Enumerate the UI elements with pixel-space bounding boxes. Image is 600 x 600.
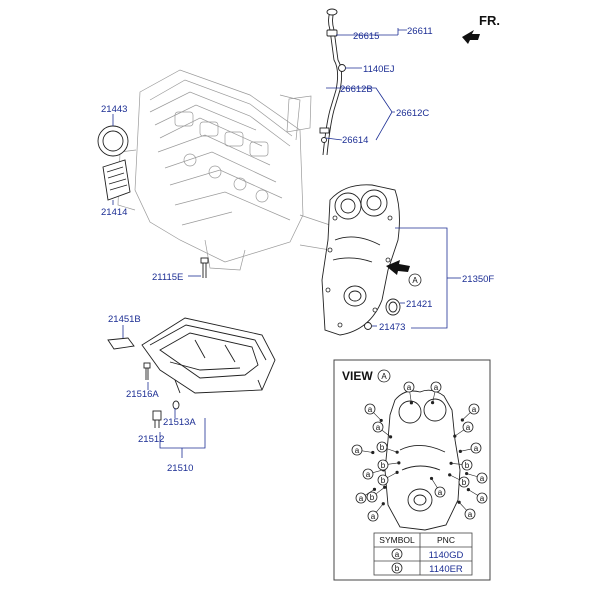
label-21443[interactable]: 21443	[101, 104, 127, 115]
bolt-callout-a: a	[458, 442, 482, 454]
bolt-callout-a: a	[364, 403, 383, 423]
bolt-callout-b: b	[366, 485, 387, 503]
view-arrow-icon	[386, 260, 410, 275]
svg-text:a: a	[376, 423, 381, 432]
label-21115e[interactable]: 21115E	[152, 272, 183, 283]
bolt-21115e	[200, 257, 209, 278]
front-direction-marker: FR.	[462, 13, 500, 44]
bolt-callout-a: a	[466, 488, 488, 504]
label-21350f[interactable]: 21350F	[462, 274, 494, 285]
label-26615[interactable]: 26615	[353, 31, 379, 42]
label-21510[interactable]: 21510	[167, 463, 193, 474]
svg-text:b: b	[370, 493, 375, 502]
legend-row-b-symbol: b	[395, 564, 400, 573]
svg-text:a: a	[371, 512, 376, 521]
svg-text:b: b	[380, 443, 385, 452]
svg-text:a: a	[355, 446, 360, 455]
view-title: VIEW	[342, 369, 373, 383]
legend-header-pnc: PNC	[437, 535, 455, 545]
rear-oil-seal	[97, 125, 129, 157]
label-21414[interactable]: 21414	[101, 207, 127, 218]
oil-seal-case	[102, 159, 131, 201]
leader-lines	[112, 28, 461, 458]
svg-text:a: a	[368, 405, 373, 414]
baffle-21451b	[107, 337, 135, 350]
svg-text:b: b	[381, 461, 386, 470]
legend-row-a-symbol: a	[395, 550, 400, 559]
bolt-callout-a: a	[430, 381, 442, 405]
legend-header-symbol: SYMBOL	[379, 535, 415, 545]
cover-front-view	[384, 389, 461, 531]
bolt-callout-a: a	[351, 444, 375, 456]
svg-text:a: a	[359, 494, 364, 503]
label-26612b[interactable]: 26612B	[340, 84, 373, 95]
bolt-callout-a: a	[453, 421, 474, 438]
plug-21473	[364, 322, 372, 330]
legend-row-a-pnc[interactable]: 1140GD	[429, 550, 464, 561]
svg-text:b: b	[462, 478, 467, 487]
bolt-callout-a: a	[465, 471, 488, 484]
timing-chain-cover	[321, 184, 400, 336]
label-21473[interactable]: 21473	[379, 322, 405, 333]
svg-text:a: a	[407, 383, 412, 392]
label-26614[interactable]: 26614	[342, 135, 368, 146]
oil-pan	[141, 317, 276, 394]
engine-block-outline	[117, 69, 331, 271]
view-a-marker: A	[386, 260, 422, 287]
bolt-callout-b: b	[377, 459, 401, 471]
svg-text:b: b	[381, 476, 386, 485]
bolt-callout-a: a	[457, 500, 476, 520]
svg-text:a: a	[434, 383, 439, 392]
svg-text:a: a	[366, 470, 371, 479]
drain-plug	[152, 400, 180, 428]
bolt-callout-a: a	[460, 403, 480, 422]
label-21512[interactable]: 21512	[138, 434, 164, 445]
bolt-callout-a: a	[429, 476, 446, 498]
bolt-callout-b: b	[448, 473, 470, 488]
bolt-callout-b: b	[449, 459, 473, 471]
svg-text:a: a	[468, 510, 473, 519]
label-21451b[interactable]: 21451B	[108, 314, 141, 325]
label-26611[interactable]: 26611	[407, 26, 433, 37]
fr-arrow-icon	[462, 30, 480, 44]
svg-text:b: b	[465, 461, 470, 470]
bolt-callout-a: a	[403, 381, 415, 405]
bolt-callout-a: a	[372, 421, 393, 439]
bolt-21516a	[143, 362, 151, 380]
svg-text:a: a	[438, 488, 443, 497]
svg-text:a: a	[480, 474, 485, 483]
label-26612c[interactable]: 26612C	[396, 108, 429, 119]
label-1140ej[interactable]: 1140EJ	[363, 64, 395, 75]
svg-text:a: a	[472, 405, 477, 414]
svg-text:a: a	[466, 423, 471, 432]
view-marker-letter: A	[412, 276, 418, 285]
label-21421[interactable]: 21421	[406, 299, 432, 310]
label-21516a[interactable]: 21516A	[126, 389, 159, 400]
front-oil-seal	[385, 298, 401, 316]
label-21513a[interactable]: 21513A	[163, 417, 196, 428]
bolt-callout-a: a	[362, 468, 386, 480]
symbol-legend-table: SYMBOL PNC a 1140GD b 1140ER	[373, 532, 473, 576]
bolt-callout-b: b	[376, 441, 399, 454]
view-letter: A	[381, 372, 387, 381]
part-number-labels[interactable]: 26611 26615 1140EJ 26612B 26612C 26614 2…	[101, 26, 494, 474]
bolt-callout-b: b	[377, 470, 399, 486]
svg-text:a: a	[480, 494, 485, 503]
fr-label: FR.	[479, 13, 500, 28]
svg-text:a: a	[474, 444, 479, 453]
bolt-callout-a: a	[367, 502, 385, 522]
legend-row-b-pnc[interactable]: 1140ER	[429, 564, 463, 575]
oil-level-gauge	[286, 8, 346, 156]
